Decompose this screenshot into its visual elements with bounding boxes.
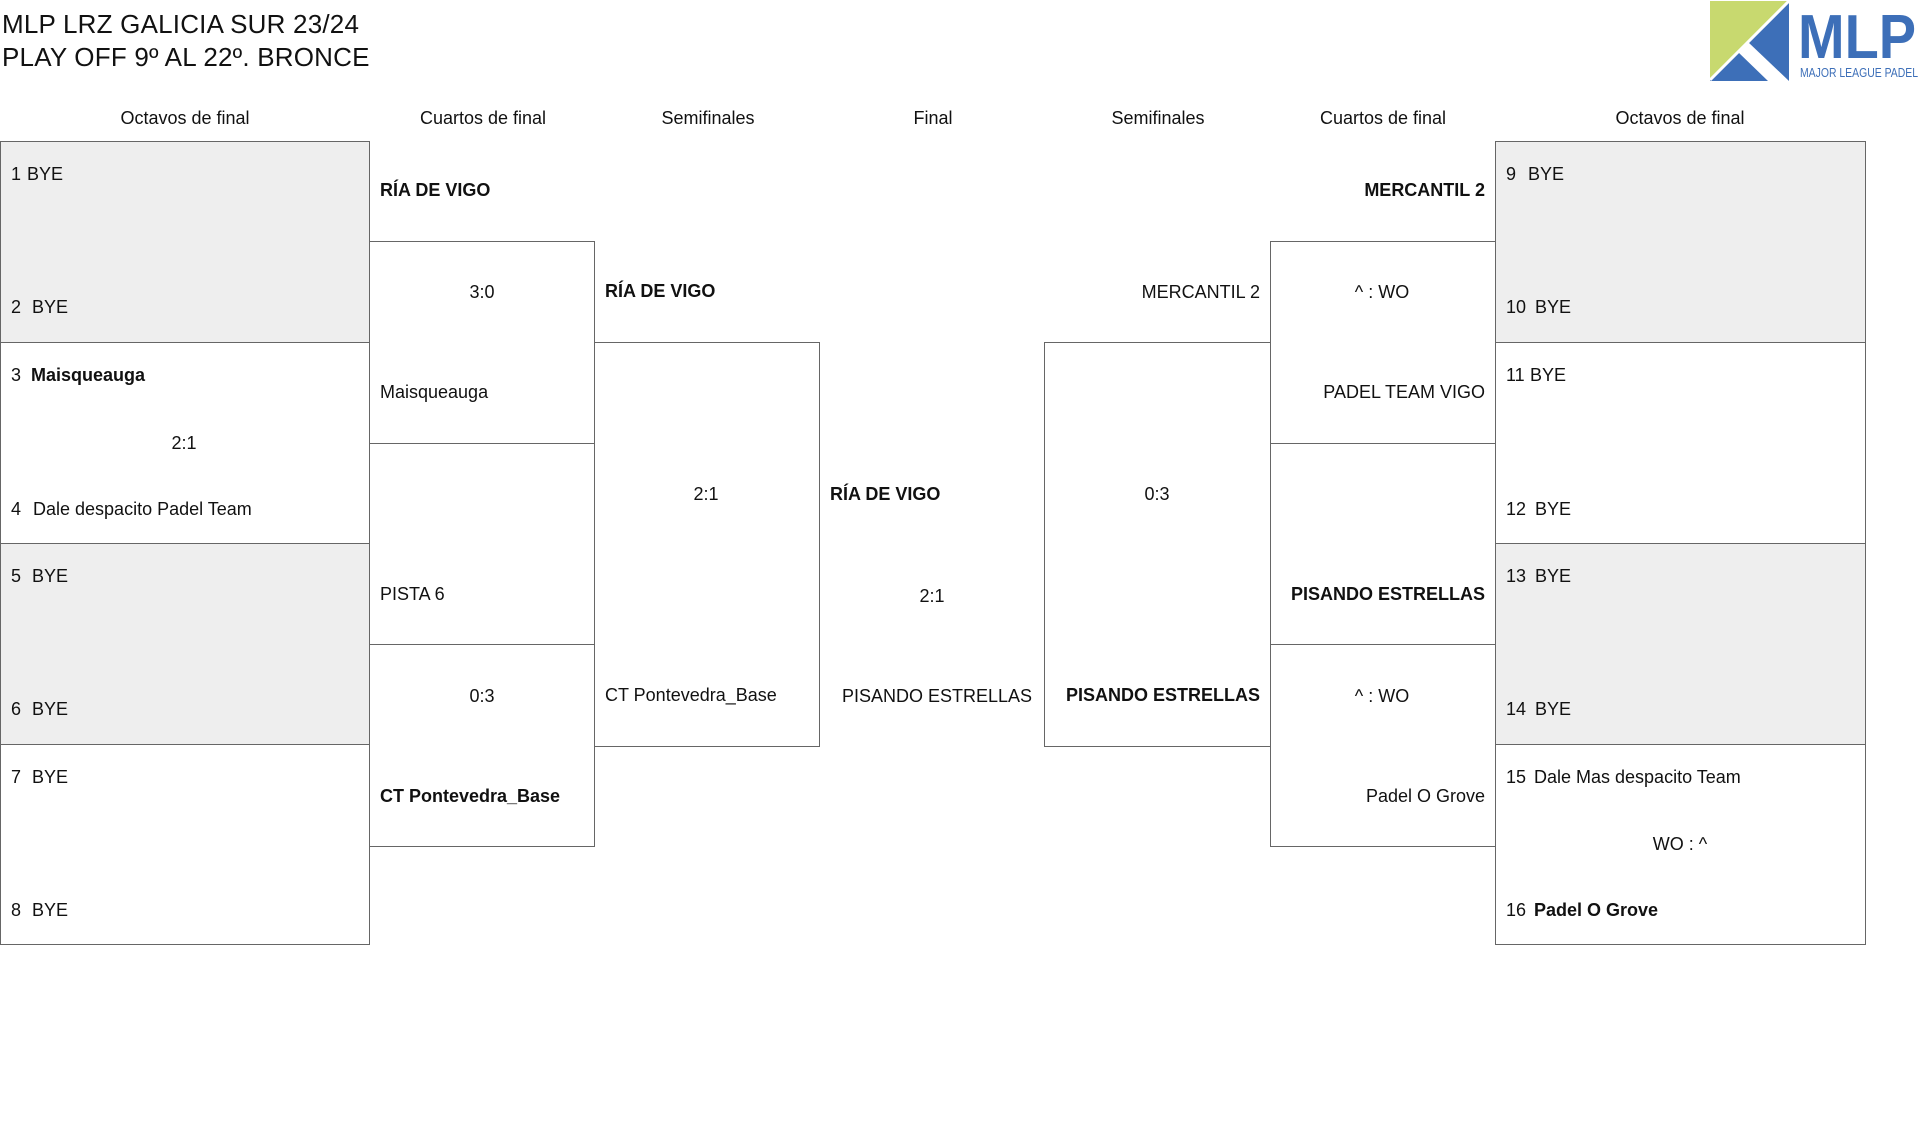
team-name: BYE bbox=[32, 767, 69, 787]
seed-number: 4 bbox=[11, 499, 22, 519]
team-name: BYE bbox=[1535, 297, 1572, 317]
seed-number: 3 bbox=[11, 365, 22, 385]
team-name-winner: MERCANTIL 2 bbox=[1364, 180, 1485, 200]
seed-number: 14 bbox=[1506, 699, 1527, 719]
seed-number: 2 bbox=[11, 297, 22, 317]
team-name: Maisqueauga bbox=[380, 382, 489, 402]
team-name-winner: RÍA DE VIGO bbox=[605, 281, 716, 301]
col-header-right-r16: Octavos de final bbox=[1615, 108, 1745, 128]
team-name: PADEL TEAM VIGO bbox=[1323, 382, 1485, 402]
page-subtitle: PLAY OFF 9º AL 22º. BRONCE bbox=[2, 42, 370, 72]
seed-number: 6 bbox=[11, 699, 22, 719]
team-name: BYE bbox=[1535, 699, 1572, 719]
match-score: 3:0 bbox=[469, 282, 495, 302]
seed-number: 10 bbox=[1506, 297, 1527, 317]
mlp-logo-mark: MLP MAJOR LEAGUE PADEL bbox=[1708, 0, 1918, 82]
seed-number: 12 bbox=[1506, 499, 1527, 519]
match-box-left-sf bbox=[594, 342, 820, 747]
team-name: BYE bbox=[32, 566, 69, 586]
match-box-left-qf2 bbox=[369, 644, 595, 847]
seed-number: 1 bbox=[11, 164, 22, 184]
svg-text:MLP: MLP bbox=[1798, 3, 1916, 72]
seed-number: 5 bbox=[11, 566, 22, 586]
col-header-left-qf: Cuartos de final bbox=[419, 108, 547, 128]
match-box-left-qf1 bbox=[369, 241, 595, 444]
match-score: 2:1 bbox=[171, 433, 197, 453]
team-name: PISTA 6 bbox=[380, 584, 445, 604]
col-header-left-r16: Octavos de final bbox=[120, 108, 250, 128]
final-team-winner: RÍA DE VIGO bbox=[830, 484, 941, 504]
col-header-final: Final bbox=[913, 108, 953, 128]
team-name: BYE bbox=[1535, 499, 1572, 519]
team-name: BYE bbox=[32, 900, 69, 920]
seed-number: 9 bbox=[1506, 164, 1517, 184]
match-score: 0:3 bbox=[1144, 484, 1170, 504]
team-name: BYE bbox=[1530, 365, 1567, 385]
team-name: BYE bbox=[27, 164, 64, 184]
team-name-winner: RÍA DE VIGO bbox=[380, 180, 491, 200]
seed-number: 11 bbox=[1506, 365, 1525, 385]
team-name: BYE bbox=[1535, 566, 1572, 586]
match-score: ^ : WO bbox=[1354, 686, 1410, 706]
team-name-winner: PISANDO ESTRELLAS bbox=[1065, 685, 1260, 705]
team-name: BYE bbox=[1528, 164, 1565, 184]
team-name-winner: Padel O Grove bbox=[1534, 900, 1659, 920]
final-score: 2:1 bbox=[919, 586, 945, 606]
match-box-right-qf1 bbox=[1270, 241, 1496, 444]
svg-text:MAJOR LEAGUE PADEL: MAJOR LEAGUE PADEL bbox=[1800, 65, 1918, 80]
team-name-winner: CT Pontevedra_Base bbox=[380, 786, 561, 806]
team-name: CT Pontevedra_Base bbox=[605, 685, 777, 705]
match-score: 0:3 bbox=[469, 686, 495, 706]
seed-number: 15 bbox=[1506, 767, 1527, 787]
match-score: ^ : WO bbox=[1354, 282, 1410, 302]
team-name: BYE bbox=[32, 297, 69, 317]
match-box-right-qf2 bbox=[1270, 644, 1496, 847]
final-team: PISANDO ESTRELLAS bbox=[841, 686, 1033, 706]
match-box-r4 bbox=[1495, 744, 1866, 945]
match-box-r3 bbox=[1495, 543, 1866, 745]
team-name: BYE bbox=[32, 699, 69, 719]
match-box-right-sf bbox=[1044, 342, 1271, 747]
page-title: MLP LRZ GALICIA SUR 23/24 bbox=[2, 9, 360, 39]
match-score: 2:1 bbox=[693, 484, 719, 504]
match-score: WO : ^ bbox=[1652, 834, 1708, 854]
col-header-right-sf: Semifinales bbox=[1111, 108, 1205, 128]
team-name: Padel O Grove bbox=[1365, 786, 1485, 806]
col-header-left-sf: Semifinales bbox=[661, 108, 755, 128]
seed-number: 8 bbox=[11, 900, 22, 920]
team-name-winner: Maisqueauga bbox=[31, 365, 146, 385]
seed-number: 7 bbox=[11, 767, 22, 787]
mlp-logo: MLP MAJOR LEAGUE PADEL bbox=[1708, 0, 1920, 82]
match-box-r1 bbox=[1495, 141, 1866, 343]
seed-number: 13 bbox=[1506, 566, 1527, 586]
seed-number: 16 bbox=[1506, 900, 1527, 920]
col-header-right-qf: Cuartos de final bbox=[1319, 108, 1447, 128]
team-name: MERCANTIL 2 bbox=[1141, 282, 1260, 302]
team-name: Dale Mas despacito Team bbox=[1534, 767, 1741, 787]
team-name: Dale despacito Padel Team bbox=[33, 499, 252, 519]
match-box-l3 bbox=[0, 543, 370, 745]
team-name-winner: PISANDO ESTRELLAS bbox=[1290, 584, 1485, 604]
